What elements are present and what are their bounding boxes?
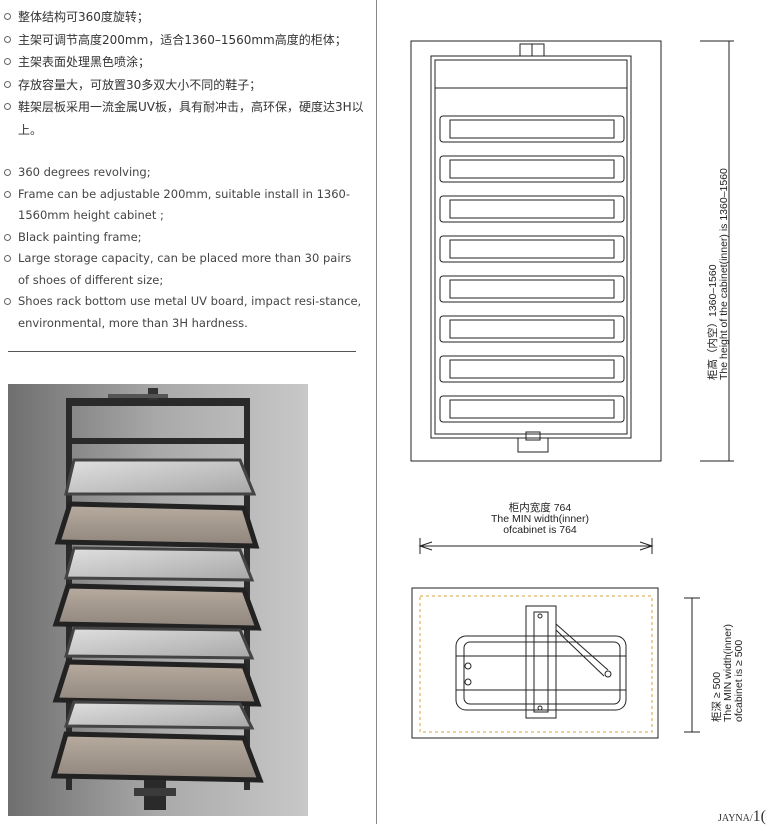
page-number: 1( <box>752 808 766 825</box>
feature-cn-item: 整体结构可360度旋转； <box>4 6 364 29</box>
bullet-icon <box>4 190 11 198</box>
front-elevation-drawing <box>410 40 734 462</box>
cabinet-outline <box>410 40 662 462</box>
features-cn-list: 整体结构可360度旋转； 主架可调节高度200mm，适合1360–1560mm高… <box>4 6 364 142</box>
product-photo <box>8 384 308 816</box>
feature-en-item: Frame can be adjustable 200mm, suitable … <box>4 184 364 227</box>
feature-en-item: 360 degrees revolving; <box>4 162 364 184</box>
bullet-icon <box>4 13 11 20</box>
feature-en-item: Large storage capacity, can be placed mo… <box>4 248 364 291</box>
width-label: 柜内宽度 764 The MIN width(inner) ofcabinet … <box>490 502 590 536</box>
feature-en-item: Black painting frame; <box>4 227 364 249</box>
bullet-icon <box>4 233 11 241</box>
features-en-list: 360 degrees revolving; Frame can be adju… <box>4 162 364 334</box>
feature-cn-item: 主架可调节高度200mm，适合1360–1560mm高度的柜体； <box>4 29 364 52</box>
rack-frame <box>430 55 632 439</box>
page-footer: JAYNA/1( <box>718 808 766 826</box>
brand-name: JAYNA/ <box>718 813 753 824</box>
width-dimension-line <box>418 538 654 554</box>
depth-dimension-line <box>684 597 700 733</box>
bullet-icon <box>4 169 11 176</box>
bullet-icon <box>4 80 11 88</box>
bullet-icon <box>4 103 11 111</box>
feature-cn-item: 存放容量大，可放置30多双大小不同的鞋子； <box>4 74 364 97</box>
bullet-icon <box>4 255 11 262</box>
depth-label: 柜深 ≥ 500 The MIN width(inner) ofcabinet … <box>711 623 745 722</box>
feature-en-item: Shoes rack bottom use metal UV board, im… <box>4 291 364 334</box>
shelf-group <box>439 115 625 423</box>
bullet-icon <box>4 298 11 305</box>
feature-cn-item: 鞋架层板采用一流金属UV板，具有耐冲击，高环保，硬度达3H以上。 <box>4 96 364 141</box>
section-divider <box>8 351 356 352</box>
feature-cn-item: 主架表面处理黑色喷涂； <box>4 51 364 74</box>
top-view-drawing <box>411 587 659 739</box>
bullet-icon <box>4 58 11 66</box>
height-label: 柜高（内空）1360–1560 The height of the cabine… <box>707 168 730 380</box>
bullet-icon <box>4 35 11 43</box>
column-divider <box>376 0 377 824</box>
cabinet-outline <box>411 587 659 739</box>
